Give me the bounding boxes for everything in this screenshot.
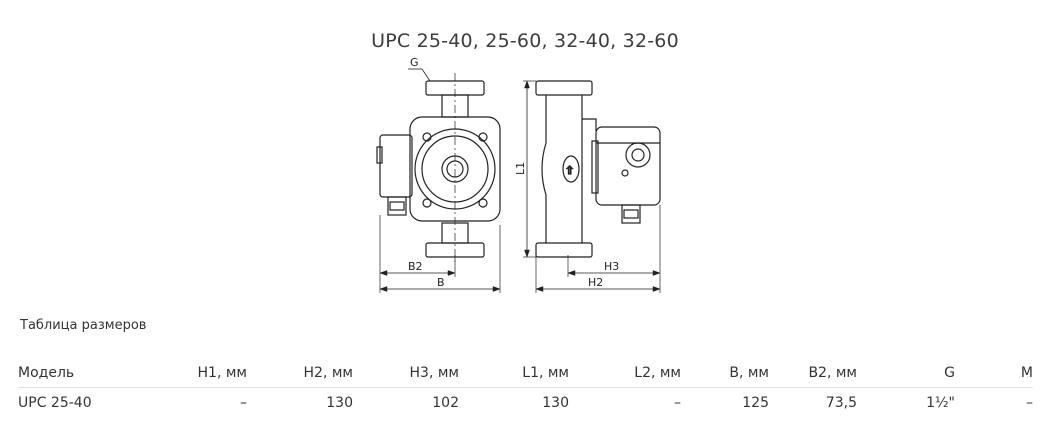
cell-b: 125 [742, 394, 769, 411]
table-header-row: Модель H1, мм H2, мм H3, мм L1, мм L2, м… [18, 358, 1033, 388]
header-m: M [955, 358, 1033, 388]
cell-model: UPC 25-40 [18, 394, 92, 411]
dimensions-table: Модель H1, мм H2, мм H3, мм L1, мм L2, м… [18, 358, 1033, 417]
flow-arrow-icon: ⇧ [565, 164, 574, 177]
cell-h1: – [240, 394, 247, 411]
front-view [376, 73, 501, 265]
header-l2: L2, мм [569, 358, 681, 388]
table-row: UPC 25-40 – 130 102 130 – 125 73,5 1½" – [18, 388, 1033, 418]
label-g: G [410, 56, 419, 69]
header-h2: H2, мм [247, 358, 353, 388]
header-l1: L1, мм [459, 358, 569, 388]
label-h2: H2 [588, 276, 603, 289]
cell-g: 1½" [926, 394, 955, 411]
side-view [535, 80, 661, 258]
label-b: B [437, 276, 445, 289]
cell-l1: 130 [542, 394, 569, 411]
label-l1: L1 [514, 162, 527, 175]
cell-b2: 73,5 [825, 394, 857, 411]
header-h1: H1, мм [163, 358, 247, 388]
label-h3: H3 [604, 260, 619, 273]
header-model: Модель [18, 358, 163, 388]
header-b: B, мм [681, 358, 769, 388]
page-title: UPC 25-40, 25-60, 32-40, 32-60 [371, 30, 679, 52]
cell-h3: 102 [432, 394, 459, 411]
header-b2: B2, мм [769, 358, 857, 388]
cell-m: – [1026, 394, 1033, 411]
cell-h2: 130 [326, 394, 353, 411]
header-h3: H3, мм [353, 358, 459, 388]
header-g: G [857, 358, 955, 388]
table-title: Таблица размеров [20, 318, 147, 333]
pump-technical-drawing: ⇧ G B2 B L1 H3 H2 [376, 56, 661, 293]
label-b2: B2 [408, 260, 423, 273]
cell-l2: – [674, 394, 681, 411]
